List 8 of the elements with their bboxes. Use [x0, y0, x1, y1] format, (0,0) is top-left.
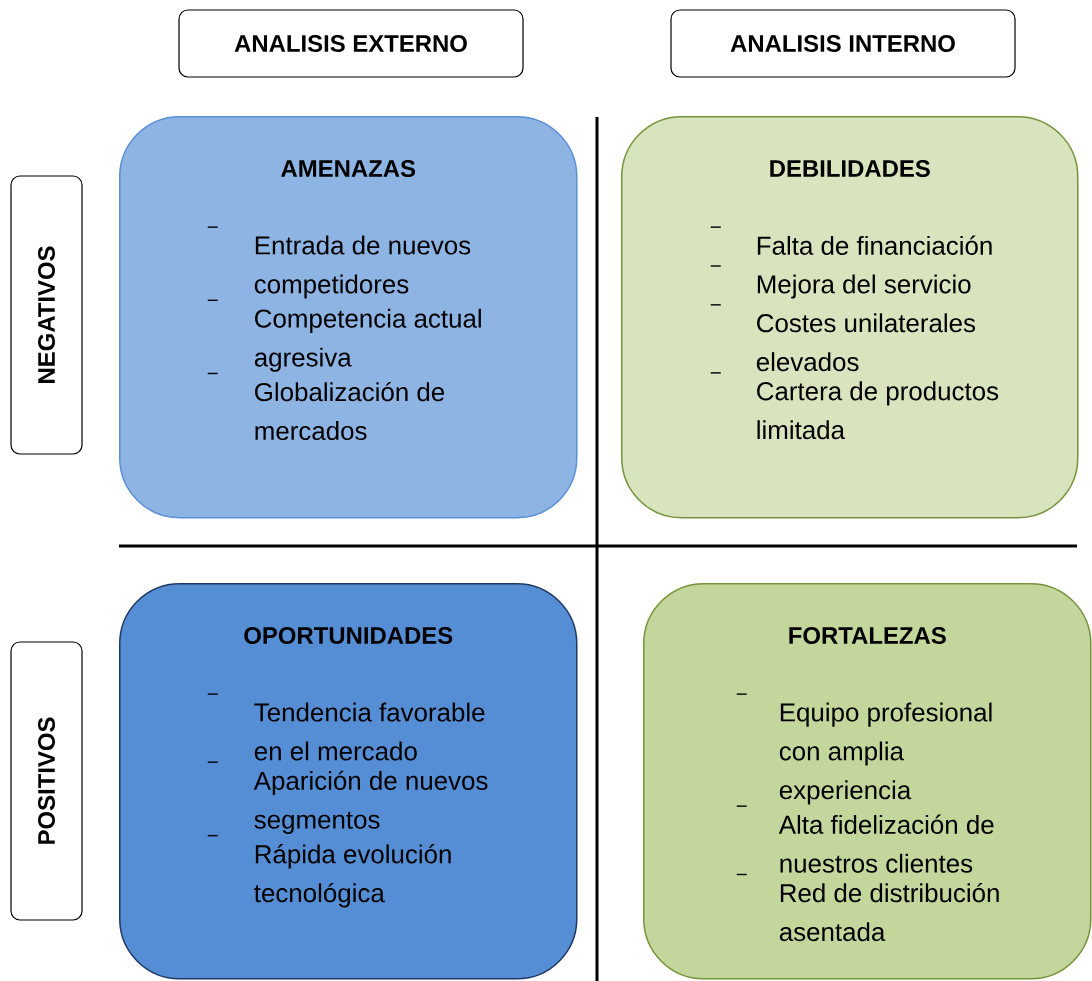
quadrant-box: OPORTUNIDADES Tendencia favorable en el mercado Aparición de nuevos segmentos Rápida evolución tecnológica — [119, 583, 578, 980]
column-header: ANALISIS EXTERNO — [178, 9, 524, 78]
column-header: ANALISIS INTERNO — [670, 9, 1016, 78]
quadrant-box: AMENAZAS Entrada de nuevos competidores Competencia actual agresiva Globalización de mercados — [119, 116, 578, 519]
row-header: POSITIVOS — [10, 641, 83, 921]
quadrant-box: DEBILIDADES Falta de financiación Mejora del servicio Costes unilaterales elevados Cartera de productos limitada — [621, 116, 1079, 519]
quadrant-box: FORTALEZAS Equipo profesional con amplia experiencia Alta fidelización de nuestros clientes Red de distribución asentada — [643, 583, 1092, 980]
row-header: NEGATIVOS — [10, 175, 83, 455]
